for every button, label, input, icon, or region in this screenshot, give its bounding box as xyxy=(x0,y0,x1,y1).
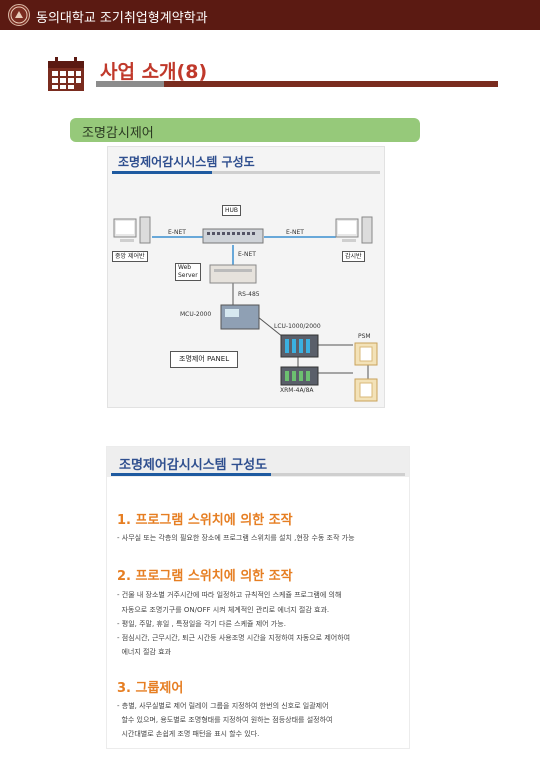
xrm-label: XRM-4A/8A xyxy=(280,387,314,394)
item3-line: 할수 있으며, 용도별로 조명형태를 지정하여 원하는 점등상태를 설정하여 xyxy=(117,716,333,724)
hub-label: HUB xyxy=(222,205,242,216)
diagram-connections xyxy=(113,216,378,402)
top-header-bar: 동의대학교 조기취업형계약학과 xyxy=(0,0,540,30)
university-logo-icon xyxy=(8,4,30,26)
diagram-title: 조명제어감시시스템 구성도 xyxy=(118,155,255,169)
item3-line: 시간대별로 손쉽게 조명 패턴을 표시 할수 있다. xyxy=(117,730,260,738)
system-diagram-panel: 조명제어감시시스템 구성도 xyxy=(107,146,385,408)
web-server-label: Web Server xyxy=(175,263,201,281)
diagram-title-bar xyxy=(112,171,212,174)
item1-line: - 사무실 또는 각층의 필요한 장소에 프로그램 스위치를 설치 ,현장 수동… xyxy=(117,534,355,542)
item3-line: - 층별, 사무실별로 제어 릴레이 그룹을 지정하여 한번의 신호로 일괄제어 xyxy=(117,702,329,710)
panel2-title-bar-gray xyxy=(271,473,405,476)
diagram-title-bar-gray xyxy=(212,171,380,174)
monitoring-panel-label: 감시반 xyxy=(342,251,365,262)
item1-heading: 1. 프로그램 스위치에 의한 조작 xyxy=(117,513,293,528)
item2-line: 자동으로 조명기구를 ON/OFF 시켜 체계적인 관리로 에너지 절감 효과. xyxy=(117,606,330,614)
system-description-panel: 조명제어감시시스템 구성도 1. 프로그램 스위치에 의한 조작 - 사무실 또… xyxy=(106,446,410,749)
lcu-label: LCU-1000/2000 xyxy=(274,323,321,330)
psm-label: PSM xyxy=(358,333,371,340)
rs485-label: RS-485 xyxy=(238,291,260,298)
title-underline-gray xyxy=(96,81,164,87)
panel2-header-bg xyxy=(107,447,409,477)
central-control-label: 중앙 제어반 xyxy=(112,251,148,262)
title-underline-brown xyxy=(164,81,498,87)
item3-heading: 3. 그룹제어 xyxy=(117,681,184,696)
panel2-title-bar xyxy=(111,473,271,476)
header-title: 동의대학교 조기취업형계약학과 xyxy=(36,11,208,26)
item2-line: - 점심시간, 근무시간, 퇴근 시간등 사용조명 시간을 지정하여 자동으로 … xyxy=(117,634,351,642)
item2-heading: 2. 프로그램 스위치에 의한 조작 xyxy=(117,569,293,584)
section-label-pill: 조명감시제어 xyxy=(70,118,420,142)
item2-line: - 건물 내 장소별 거주시간에 따라 일정하고 규칙적인 스케쥴 프로그램에 … xyxy=(117,591,342,599)
item2-line: 에너지 절감 효과 xyxy=(117,648,171,656)
mcu-label: MCU-2000 xyxy=(180,311,212,318)
lighting-panel-label: 조명제어 PANEL xyxy=(170,351,239,368)
panel2-title: 조명제어감시시스템 구성도 xyxy=(119,458,268,473)
section-label: 조명감시제어 xyxy=(82,126,154,141)
item2-line: - 평일, 주말, 휴일 , 특정일을 각기 다른 스케쥴 제어 가능. xyxy=(117,620,286,628)
enet-left-label: E-NET xyxy=(168,229,186,236)
enet-down-label: E-NET xyxy=(238,251,256,258)
enet-right-label: E-NET xyxy=(286,229,304,236)
page-title: 사업 소개(8) xyxy=(100,61,208,83)
calendar-icon xyxy=(48,57,84,91)
